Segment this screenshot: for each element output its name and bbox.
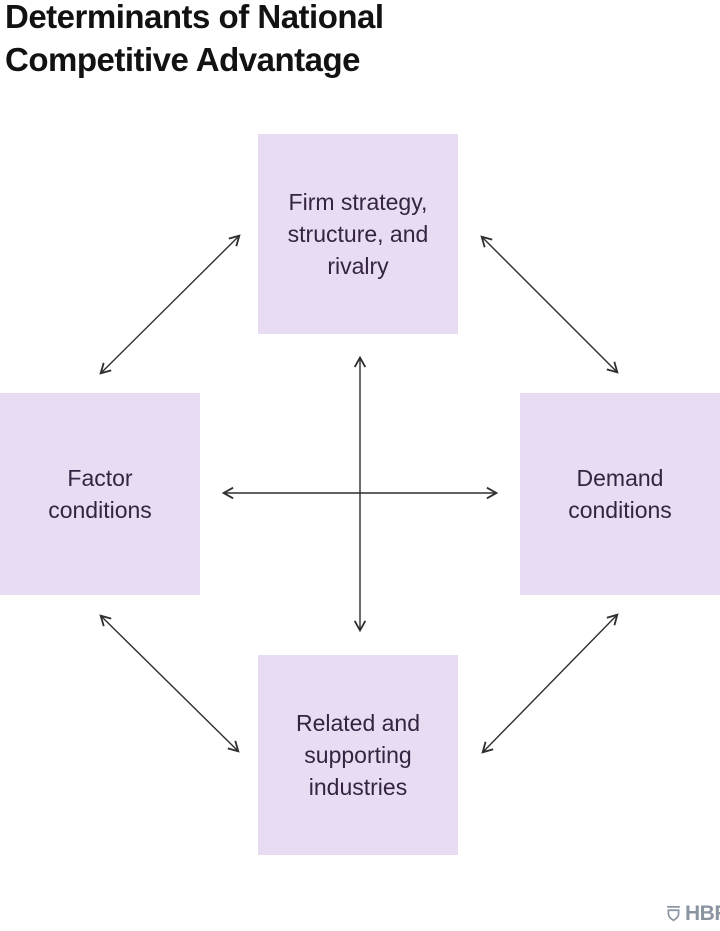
node-factor-conditions: Factor conditions — [0, 393, 200, 595]
hbr-logo-text: HBR — [685, 902, 720, 925]
node-label: Factor conditions — [48, 464, 152, 523]
arrow-top-right — [480, 235, 619, 374]
node-label: Related and supporting industries — [295, 709, 421, 801]
node-firm-strategy: Firm strategy, structure, and rivalry — [258, 134, 458, 334]
node-label: Demand conditions — [568, 464, 672, 523]
node-demand-conditions: Demand conditions — [520, 393, 720, 595]
page-title: Determinants of National Competitive Adv… — [5, 0, 384, 78]
arrow-bottom-left — [99, 614, 240, 753]
hbr-logo: HBR — [665, 902, 720, 926]
hbr-shield-icon — [667, 905, 680, 921]
node-label: Firm strategy, structure, and rivalry — [287, 188, 429, 280]
arrow-top-left — [99, 234, 241, 375]
node-related-industries: Related and supporting industries — [258, 655, 458, 855]
arrow-bottom-right — [481, 613, 619, 754]
